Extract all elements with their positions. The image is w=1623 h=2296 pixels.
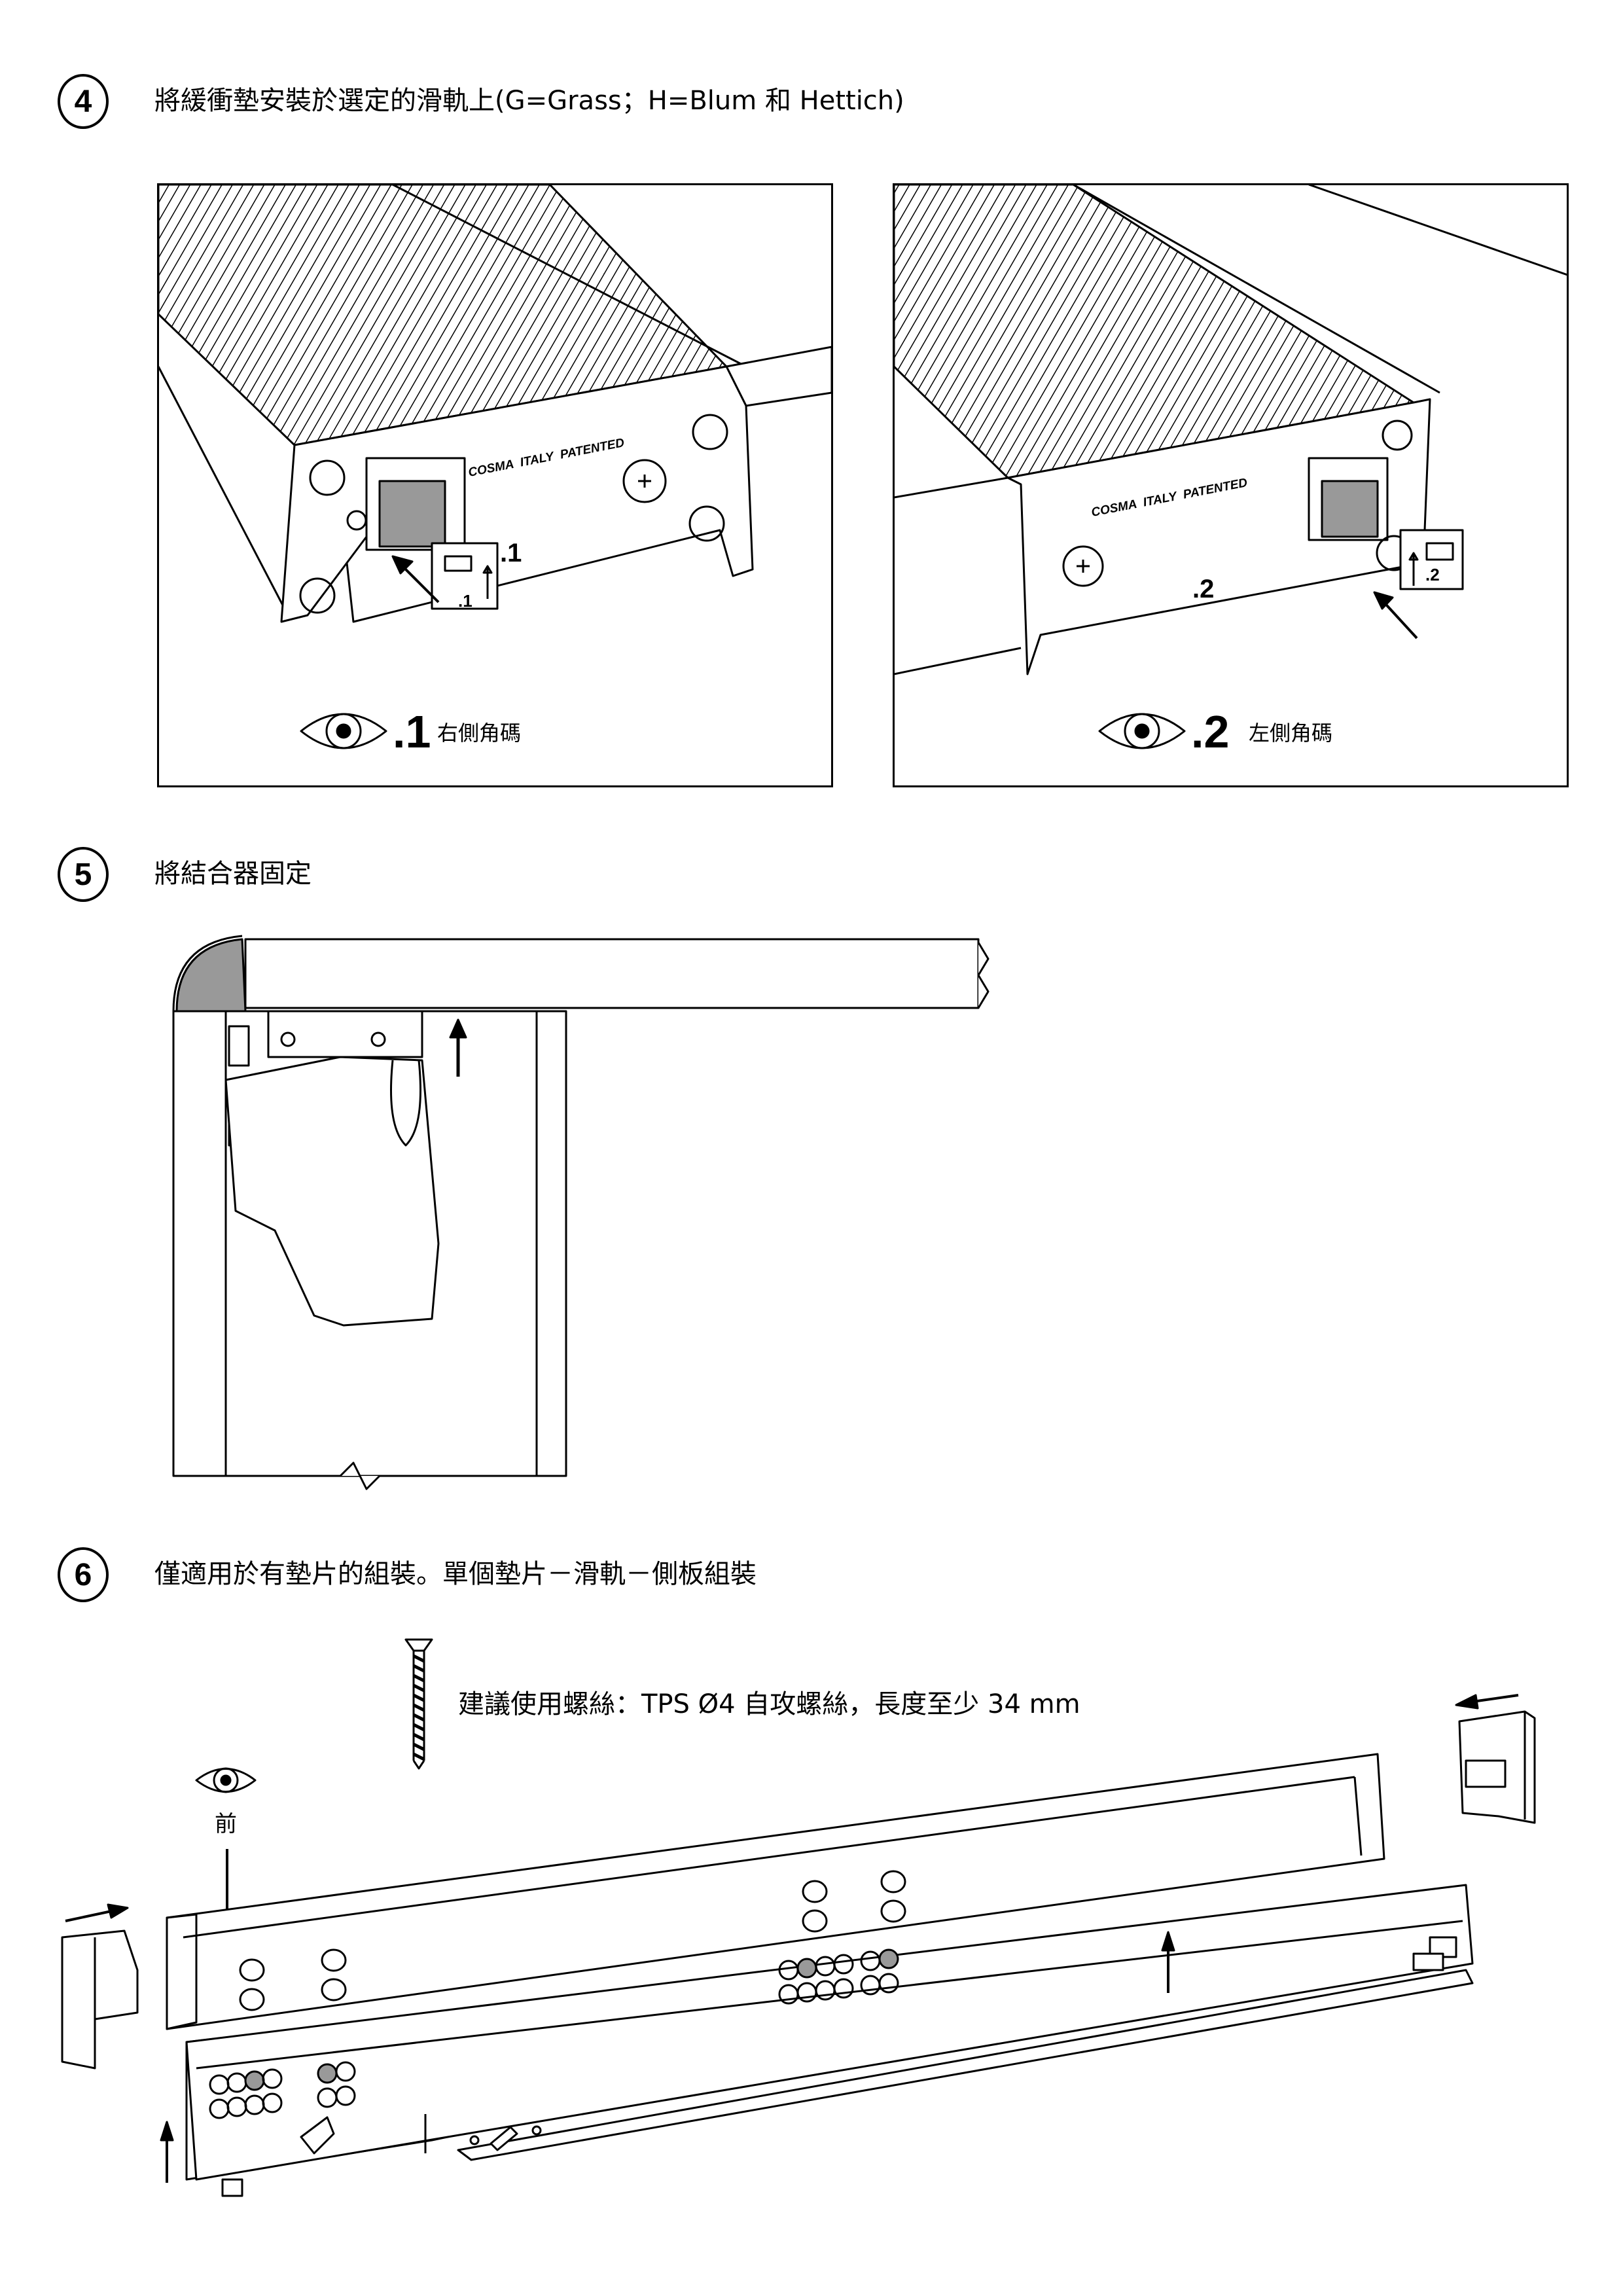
illustration-panel-right-bracket [157,183,833,787]
spacer-profile [166,1753,1385,2030]
drawer-slide-rail [185,1884,1474,2197]
front-label: 前 [215,1811,237,1837]
illustration-panel-left-bracket [893,183,1569,787]
view-caption: 左側角碼 [1249,721,1333,745]
view-caption: 右側角碼 [437,721,522,745]
view-label: .1 [393,706,431,757]
eye-icon [195,1767,257,1793]
eye-icon [300,713,387,749]
step-4-instruction: 將緩衝墊安裝於選定的滑軌上(G=Grass；H=Blum 和 Hettich) [154,86,904,116]
step-6-instruction: 僅適用於有墊片的組裝。單個墊片－滑軌－側板組裝 [154,1559,757,1589]
end-cap-left [61,1929,139,2070]
view-label: .2 [1191,706,1230,757]
step-number-6: 6 [58,1547,109,1602]
drawer-rail-front-left [894,185,1567,675]
end-cap-right [1458,1710,1536,1824]
part-label: .1 [500,539,522,567]
eye-icon [1098,713,1186,749]
step-number-text: 6 [74,1557,92,1592]
step-number-4: 4 [58,74,109,129]
part-label: .2 [1192,575,1215,603]
connector-fixing-drawing [172,935,990,1490]
step-number-text: 4 [74,84,92,119]
screw-recommendation: 建議使用螺絲：TPS Ø4 自攻螺絲，長度至少 34 mm [458,1689,1080,1719]
step-number-5: 5 [58,847,109,902]
screw-icon [404,1638,433,1770]
drawer-rail-front-right [158,185,832,623]
step-number-text: 5 [74,857,92,892]
step-5-instruction: 將結合器固定 [154,859,312,889]
part-mark: .2 [1425,565,1440,584]
part-mark: .1 [458,591,473,611]
